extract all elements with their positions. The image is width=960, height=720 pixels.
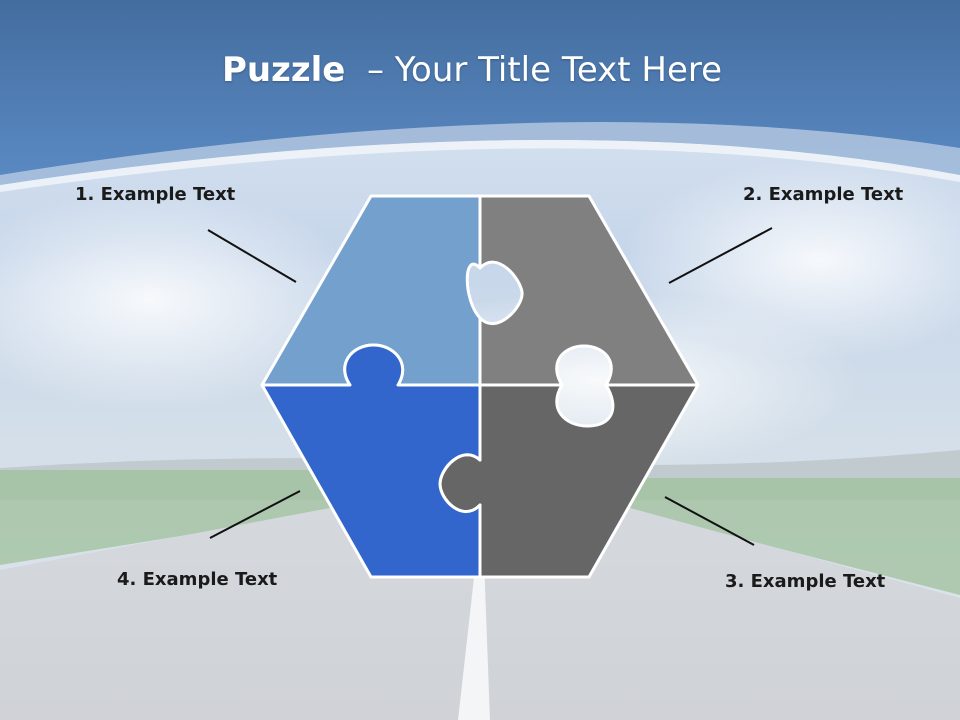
- puzzle-piece-4: [260, 343, 482, 579]
- connector-line-3: [664, 496, 755, 546]
- label-4: 4. Example Text: [117, 569, 278, 590]
- puzzle-piece-2: [478, 194, 700, 387]
- label-1: 1. Example Text: [75, 184, 236, 205]
- grass-right: [630, 478, 960, 595]
- title-bold: Puzzle: [221, 50, 346, 90]
- title-rest: – Your Title Text Here: [345, 50, 723, 90]
- connector-line-2: [668, 227, 773, 284]
- label-2: 2. Example Text: [743, 184, 904, 205]
- grass-left: [0, 470, 330, 565]
- road-center-line: [458, 560, 490, 720]
- label-3: 3. Example Text: [725, 571, 886, 592]
- connector-line-1: [207, 229, 297, 283]
- connector-line-4: [209, 490, 301, 539]
- page-title: Puzzle – Your Title Text Here: [0, 46, 944, 94]
